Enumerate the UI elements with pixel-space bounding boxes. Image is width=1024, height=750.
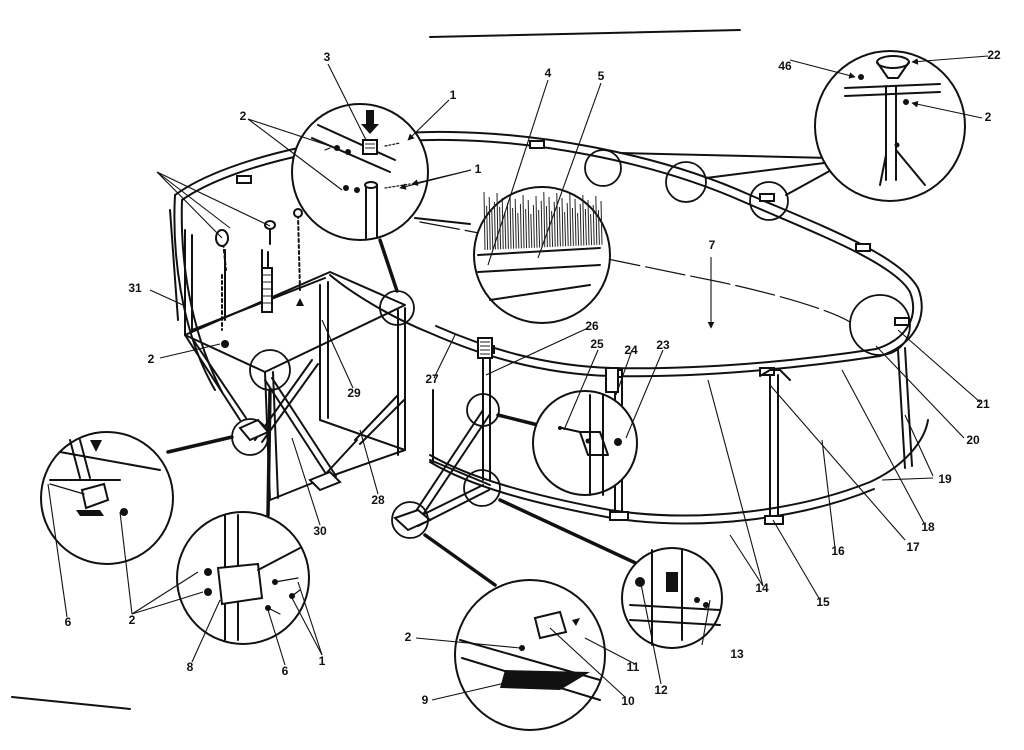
liner-hatch-stroke (525, 208, 528, 249)
liner-hatch-stroke (574, 198, 577, 246)
liner-hatch-stroke (491, 210, 494, 250)
label-28: 28 (371, 493, 385, 507)
liner-hatch-stroke (587, 199, 590, 246)
liner-hatch-stroke (501, 197, 504, 250)
liner-hatch-stroke (582, 194, 585, 246)
label-6-left: 6 (65, 615, 72, 629)
liner-hatch-stroke (530, 213, 533, 248)
label-1-top-a: 1 (450, 88, 457, 102)
liner-hatch-stroke (584, 208, 587, 246)
label-10: 10 (621, 694, 635, 708)
liner-hatch-stroke (522, 194, 525, 249)
liner-hatch-stroke (532, 204, 535, 248)
liner-hatch-stroke (519, 203, 522, 249)
liner-hatch-stroke (504, 211, 507, 250)
liner-hatch-stroke (561, 197, 564, 247)
label-30: 30 (313, 524, 327, 538)
liner-hatch-stroke (551, 210, 554, 247)
label-2-bottom: 2 (405, 630, 412, 644)
deck-support-structure (169, 208, 493, 532)
liner-hatch-stroke (527, 199, 530, 248)
liner-hatch-stroke (577, 212, 580, 246)
label-20: 20 (966, 433, 980, 447)
label-7: 7 (709, 238, 716, 252)
part-number-labels: 3 1 2 1 4 5 46 22 2 7 31 2 29 27 26 25 2… (65, 48, 1001, 708)
detail-callout-wall-bracket (532, 390, 638, 496)
label-26: 26 (585, 319, 599, 333)
liner-hatch-stroke (556, 192, 559, 247)
label-25: 25 (590, 337, 604, 351)
label-3: 3 (324, 50, 331, 64)
liner-hatch-stroke (595, 195, 598, 245)
liner-hatch-stroke (566, 202, 569, 247)
label-2-left: 2 (148, 352, 155, 366)
detail-callout-foot-bracket-left (40, 431, 174, 565)
label-5: 5 (598, 69, 605, 83)
liner-hatch-stroke (538, 209, 541, 248)
label-2-right: 2 (985, 110, 992, 124)
callout-leaders (47, 55, 989, 701)
scan-line-bottom (11, 696, 131, 710)
scan-line-top (429, 29, 741, 38)
label-11: 11 (627, 660, 640, 674)
label-18: 18 (921, 520, 935, 534)
label-19: 19 (938, 472, 952, 486)
label-16: 16 (831, 544, 845, 558)
pool-frame (173, 130, 929, 525)
label-17: 17 (906, 540, 920, 554)
liner-hatch-stroke (545, 205, 548, 248)
label-1-top-b: 1 (475, 162, 482, 176)
detail-callout-top-fitting (291, 103, 429, 241)
label-13: 13 (730, 647, 744, 661)
label-2-top: 2 (240, 109, 247, 123)
label-29: 29 (347, 386, 361, 400)
liner-hatch-stroke (569, 193, 572, 247)
detail-callout-upright-base (621, 547, 723, 649)
label-4: 4 (545, 66, 552, 80)
liner-hatch-stroke (486, 205, 489, 250)
liner-hatch-stroke (506, 202, 509, 249)
liner-hatch-stroke (600, 200, 603, 245)
liner-hatch-stroke (590, 213, 593, 246)
label-22: 22 (987, 48, 1001, 62)
label-15: 15 (816, 595, 830, 609)
liner-hatch-stroke (540, 200, 543, 248)
liner-hatch-stroke (579, 203, 582, 246)
label-23: 23 (656, 338, 670, 352)
liner-hatch-stroke (483, 191, 486, 251)
detail-connector-lines (166, 152, 836, 587)
liner-hatch-stroke (512, 207, 515, 249)
label-31: 31 (128, 281, 142, 295)
liner-hatch-stroke (592, 204, 595, 245)
label-2-bottom-left: 2 (129, 613, 136, 627)
detail-callout-wall-liner (473, 186, 611, 324)
label-46: 46 (778, 59, 792, 73)
liner-hatch-stroke (488, 196, 491, 250)
liner-hatch-stroke (564, 211, 567, 247)
liner-hatch-stroke (571, 207, 574, 246)
label-21: 21 (976, 397, 990, 411)
label-24: 24 (624, 343, 638, 357)
label-12: 12 (654, 683, 668, 697)
label-8: 8 (187, 660, 194, 674)
detail-locator-circles (231, 149, 911, 539)
label-9: 9 (422, 693, 429, 707)
liner-hatch-stroke (514, 198, 517, 249)
label-27: 27 (425, 372, 439, 386)
label-1-bottom: 1 (319, 654, 326, 668)
liner-hatch-stroke (496, 192, 499, 250)
liner-hatch-stroke (597, 209, 600, 245)
liner-hatch-stroke (535, 195, 538, 248)
liner-hatch-stroke (553, 201, 556, 247)
liner-hatch-stroke (548, 196, 551, 248)
liner-hatch-stroke (558, 206, 561, 247)
detail-callout-post-cap (814, 50, 966, 202)
liner-hatch-stroke (517, 212, 520, 249)
detail-callout-leg-joint (176, 511, 310, 645)
label-14: 14 (755, 581, 769, 595)
detail-callout-foot-plate (454, 579, 606, 731)
label-6-bottom: 6 (282, 664, 289, 678)
liner-hatch-stroke (509, 193, 512, 249)
